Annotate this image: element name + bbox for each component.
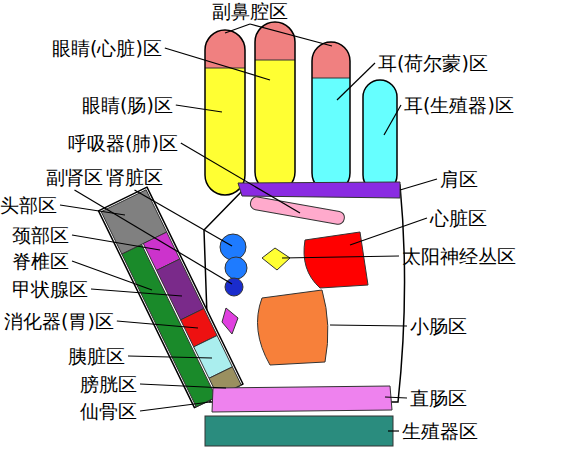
region-label: 生殖器区 [402,420,478,442]
leader-line [330,325,407,326]
small-intestine-zone [258,290,328,365]
solar-plexus-zone [262,248,290,270]
region-label: 耳(荷尔蒙)区 [378,52,488,74]
palm [204,185,405,402]
finger-outline [312,42,350,192]
region-label: 胰脏区 [68,345,125,367]
zone-border [255,60,295,61]
region-label: 膀胱区 [80,373,137,395]
region-label: 心脏区 [430,207,487,229]
finger [312,42,350,192]
thyroid-zone [157,259,204,320]
finger [205,30,245,195]
leader-line [337,63,375,100]
leader-line [165,48,270,80]
finger [363,80,397,192]
kidney-zone-2 [225,257,247,279]
finger-outline [255,22,295,192]
region-label: 仙骨区 [80,400,137,422]
adrenal-zone [225,278,243,296]
region-label: 小肠区 [410,315,467,337]
leader-line [72,235,160,250]
zone-border [205,68,245,69]
finger-zone [363,80,397,192]
leader-line [91,289,182,296]
region-label: 颈部区 [12,224,69,246]
leader-line [350,218,427,245]
leader-line [128,356,212,358]
region-label: 消化器(胃)区 [4,310,114,332]
leader-line [388,430,399,431]
shoulder-zone [238,182,400,198]
leader-line [135,190,233,246]
region-label: 副肾区 [46,166,103,188]
region-label: 呼吸器(肺)区 [68,132,178,154]
region-label: 太阳神经丛区 [402,245,516,267]
lung-zone [249,196,345,225]
zone-border [312,78,350,79]
region-label: 耳(生殖器)区 [404,94,514,116]
region-label: 直肠区 [410,387,467,409]
leader-line [225,24,250,33]
region-label: 眼睛(心脏)区 [52,37,162,59]
leader-line [176,105,222,112]
leader-line [250,24,332,46]
region-label: 肾脏区 [106,166,163,188]
genital-zone [205,416,393,446]
leader-line [117,321,198,328]
small-zone [222,308,238,334]
finger [255,22,295,192]
region-label: 肩区 [440,168,478,190]
finger-zone [312,42,350,192]
leader-line [181,143,300,213]
leader-line [140,402,210,411]
region-label: 甲状腺区 [12,278,88,300]
kidney-zone [220,234,246,260]
finger-outline [205,30,245,195]
region-label: 副鼻腔区 [212,0,288,22]
leader-line [140,384,226,388]
rectum-zone [212,386,392,412]
thumb-and-fingers [99,22,398,408]
leader-line [282,256,399,258]
region-label: 头部区 [0,194,57,216]
leader-line [385,397,407,398]
region-label: 眼睛(肠)区 [82,94,173,116]
finger-zone [205,30,245,195]
finger-outline [363,80,397,192]
leader-line [384,105,401,135]
region-label: 脊椎区 [12,250,69,272]
leader-line [400,179,437,190]
heart-zone [304,232,368,288]
leader-line [60,205,125,215]
finger-zone [255,22,295,192]
